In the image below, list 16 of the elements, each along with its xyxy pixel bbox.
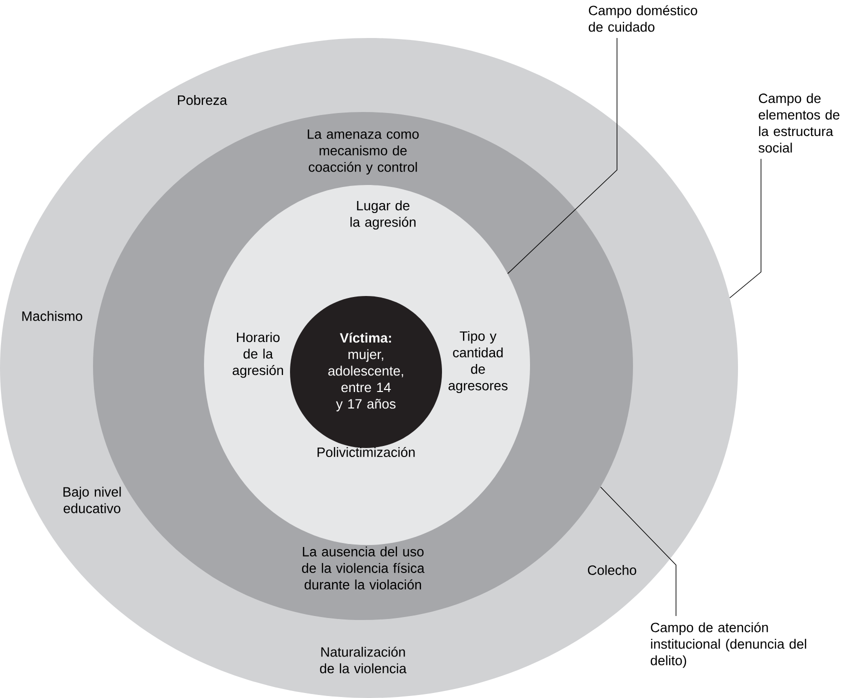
ring-label: Bajo nivel educativo — [63, 486, 121, 514]
ring-label: Horario de la agresión — [232, 332, 284, 378]
ring-label: Naturalización de la violencia — [320, 646, 406, 674]
ring-label: Pobreza — [178, 95, 228, 105]
ring-label: Colecho — [588, 565, 636, 575]
ring-label: Lugar de la agresión — [350, 200, 416, 230]
ring-label: Tipo y cantidad de agresores — [448, 330, 508, 394]
ring — [290, 296, 442, 448]
callout-text: Campo de elementos de la estructura social — [758, 93, 840, 153]
ring-label: La ausencia del uso de la violencia física durante la violación — [302, 546, 424, 590]
ring-label: Machismo — [22, 311, 82, 321]
ring-label: Víctima: mujer, adolescente, entre 14 y 17 años — [328, 332, 404, 412]
ring-label: La amenaza como mecanismo de coacción y control — [308, 129, 419, 175]
callout-text: Campo de atención institucional (denuncia del delito) — [650, 622, 806, 668]
callout-text: Campo doméstico de cuidado — [588, 5, 698, 32]
ring-label: Polivictimización — [318, 446, 415, 458]
